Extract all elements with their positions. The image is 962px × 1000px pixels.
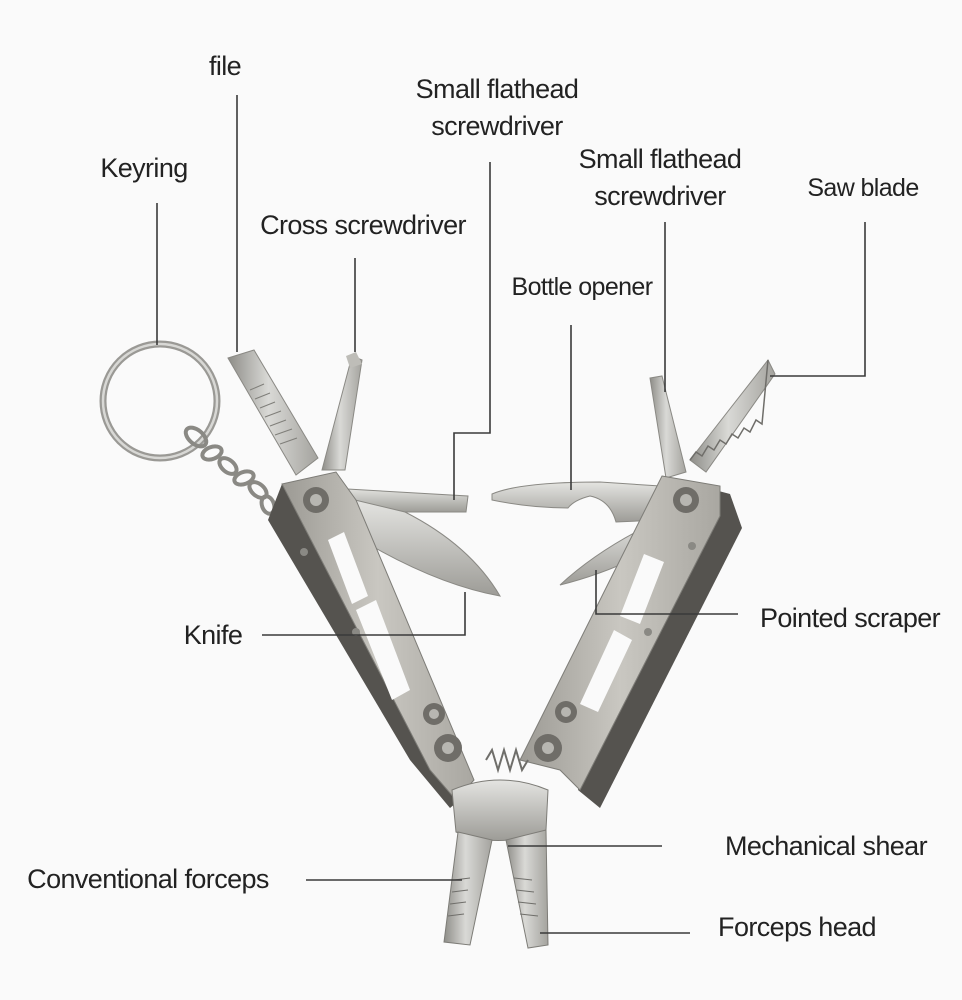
bottle-opener-blade: [491, 481, 661, 523]
label-line-2: screwdriver: [594, 181, 726, 211]
label-forceps-head: Forceps head: [718, 912, 877, 942]
label-conventional-forceps: Conventional forceps: [27, 864, 269, 894]
label-line-1: Small flathead: [578, 144, 742, 174]
right-handle: [519, 475, 742, 808]
label-keyring: Keyring: [100, 153, 188, 183]
leader-pointed-scraper: [595, 570, 738, 615]
label-line-1: Small flathead: [415, 74, 579, 104]
cross-screwdriver-blade: [321, 352, 363, 471]
saw-blade: [689, 359, 776, 473]
label-mechanical-shear: Mechanical shear: [724, 831, 928, 861]
label-line-2: screwdriver: [431, 111, 563, 141]
label-saw-blade: Saw blade: [807, 174, 919, 202]
knife-blade: [354, 499, 501, 597]
file-blade: [227, 349, 319, 476]
right-flathead-blade: [649, 375, 687, 479]
label-pointed-scraper: Pointed scraper: [759, 603, 941, 633]
left-handle: [268, 471, 475, 808]
leader-knife: [262, 592, 466, 636]
label-bottle-opener: Bottle opener: [511, 273, 654, 301]
label-small-flathead-screwdriver-right: Small flathead screwdriver: [555, 141, 765, 215]
plier-head: [443, 779, 549, 949]
leader-saw-blade: [770, 222, 866, 377]
spring: [485, 746, 529, 774]
label-knife: Knife: [183, 620, 243, 650]
label-cross-screwdriver: Cross screwdriver: [260, 210, 466, 240]
leader-lines: [156, 95, 866, 934]
keyring-icon: [99, 340, 277, 516]
label-small-flathead-screwdriver-left: Small flathead screwdriver: [392, 71, 602, 145]
leader-left-flathead: [453, 162, 491, 500]
label-file: file: [208, 51, 242, 81]
